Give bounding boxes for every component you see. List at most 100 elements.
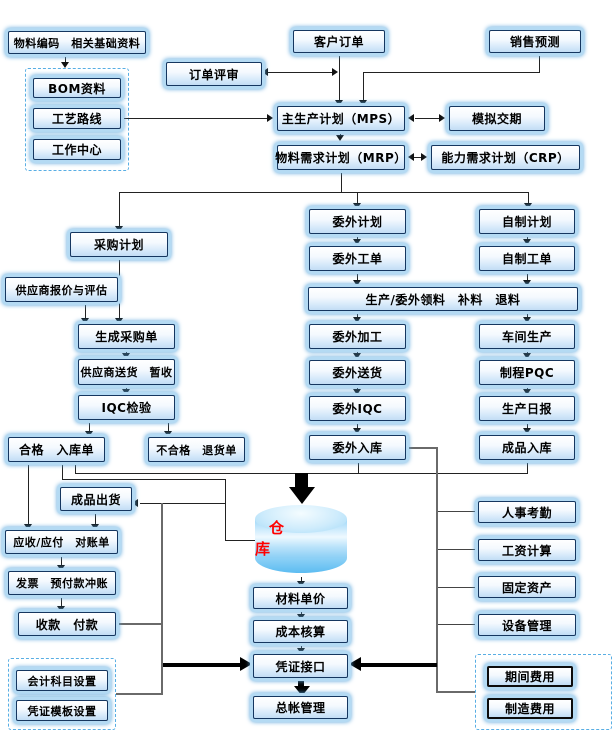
connector-line <box>406 447 437 449</box>
node-cost-acct: 成本核算 <box>253 620 348 643</box>
node-invoice: 发票 预付款冲账 <box>8 571 116 595</box>
connector-line <box>527 421 528 429</box>
connector-line <box>119 257 120 318</box>
connector-line <box>168 420 169 431</box>
arrowhead-down-icon <box>81 318 89 324</box>
arrowhead-down-icon <box>523 280 531 286</box>
connector-line <box>438 624 478 625</box>
connector-line <box>116 693 162 695</box>
expense-group <box>475 654 612 730</box>
thick-connector-line <box>361 663 437 667</box>
accounting-setup-group <box>8 658 116 730</box>
node-equipment: 设备管理 <box>478 614 576 636</box>
connector-line <box>527 460 528 473</box>
thick-connector-line <box>298 678 304 688</box>
node-material-price: 材料单价 <box>253 587 348 609</box>
arrowhead-down-icon <box>85 431 93 437</box>
connector-line <box>62 479 225 480</box>
node-mps: 主生产计划（MPS） <box>277 106 405 131</box>
arrowhead-right-icon <box>421 153 427 161</box>
connector-line <box>140 503 225 504</box>
arrowhead-down-icon <box>24 524 32 530</box>
connector-line <box>268 72 332 73</box>
node-prod-daily: 生产日报 <box>479 396 575 421</box>
thick-connector-line <box>295 473 308 488</box>
connector-line <box>339 53 340 100</box>
node-purchase-plan: 采购计划 <box>70 232 168 257</box>
arrowhead-left-icon <box>132 499 138 507</box>
connector-line <box>364 72 539 73</box>
connector-line <box>527 234 528 240</box>
node-finished-ship: 成品出货 <box>60 487 132 511</box>
connector-line <box>75 462 76 473</box>
connector-line <box>415 118 439 119</box>
node-workshop: 车间生产 <box>479 324 575 349</box>
thick-connector-line <box>163 663 240 667</box>
arrowhead-down-icon <box>115 226 123 232</box>
connector-line <box>61 595 62 606</box>
connector-line <box>116 623 161 625</box>
connector-line <box>539 53 540 73</box>
node-order-review: 订单评审 <box>166 62 262 86</box>
arrowhead-down-icon <box>523 389 531 395</box>
connector-line <box>357 192 358 203</box>
node-work-center: 工作中心 <box>33 139 121 160</box>
node-ar-ap: 应收/应付 对账单 <box>5 530 118 554</box>
connector-line <box>357 421 358 429</box>
connector-line <box>527 385 528 390</box>
arrowhead-down-icon <box>353 280 361 286</box>
node-salary: 工资计算 <box>478 539 576 561</box>
node-supplier-delivery: 供应商送货 暂收 <box>78 359 175 385</box>
node-unqualified: 不合格 退货单 <box>148 437 245 462</box>
connector-line <box>119 192 120 226</box>
node-gen-po: 生成采购单 <box>78 324 175 349</box>
node-crp: 能力需求计划（CRP） <box>431 145 580 170</box>
arrowhead-down-icon <box>297 614 305 620</box>
arrowhead-down-icon <box>353 389 361 395</box>
thick-arrowhead-left-icon <box>349 657 361 671</box>
arrowhead-left-icon <box>408 114 414 122</box>
node-self-wo: 自制工单 <box>479 246 575 271</box>
connector-line <box>363 72 364 100</box>
arrowhead-down-icon <box>353 317 361 323</box>
connector-line <box>341 170 342 193</box>
node-outsource-delivery: 委外送货 <box>309 360 406 385</box>
connector-line <box>527 271 528 280</box>
arrowhead-right-icon <box>332 68 338 76</box>
node-supplier-quote: 供应商报价与评估 <box>5 277 118 302</box>
arrowhead-down-icon <box>164 431 172 437</box>
cylinder-top <box>255 505 347 533</box>
node-outsource-iqc: 委外IQC <box>309 396 406 421</box>
node-outsource-wo: 委外工单 <box>309 246 406 271</box>
connector-line <box>62 462 63 479</box>
arrowhead-down-icon <box>297 648 305 654</box>
arrowhead-down-icon <box>523 239 531 245</box>
arrowhead-down-icon <box>297 581 305 587</box>
connector-line <box>119 192 529 193</box>
connector-line <box>28 462 29 524</box>
arrowhead-down-icon <box>524 203 532 209</box>
arrowhead-right-icon <box>267 114 273 122</box>
connector-line <box>161 503 163 695</box>
connector-line <box>301 609 302 614</box>
node-voucher-template: 凭证模板设置 <box>16 700 108 721</box>
node-material-code: 物料编码 相关基础资料 <box>8 31 146 54</box>
connector-line <box>89 420 90 431</box>
connector-line <box>121 118 270 119</box>
arrowhead-down-icon <box>523 317 531 323</box>
node-process-pqc: 制程PQC <box>479 360 575 385</box>
node-outsource-plan: 委外计划 <box>309 209 406 234</box>
node-general-ledger: 总帐管理 <box>253 696 348 719</box>
arrowhead-right-icon <box>439 114 445 122</box>
node-mrp: 物料需求计划（MRP） <box>275 145 406 170</box>
node-mfg-expense: 制造费用 <box>487 698 573 719</box>
arrowhead-down-icon <box>523 353 531 359</box>
arrowhead-down-icon <box>335 100 343 106</box>
arrowhead-down-icon <box>115 318 123 324</box>
node-payment: 收款 付款 <box>18 612 116 636</box>
arrowhead-down-icon <box>122 389 130 395</box>
arrowhead-down-icon <box>336 135 344 141</box>
basic-data-group <box>25 68 129 171</box>
arrowhead-down-icon <box>57 606 65 612</box>
